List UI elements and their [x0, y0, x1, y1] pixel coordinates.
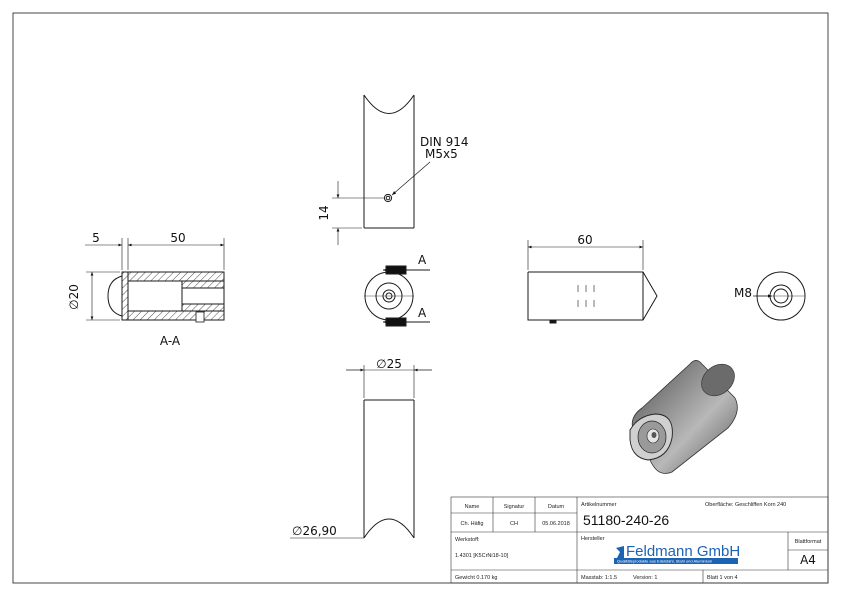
- din-label: DIN 914: [420, 135, 468, 149]
- section-arrow-a-bottom: A: [418, 306, 427, 320]
- tb-header-signature: Signatur: [504, 504, 525, 510]
- title-block: [450, 496, 829, 584]
- logo-mark-icon: [616, 546, 624, 560]
- end-view-right: [753, 271, 806, 321]
- tb-blattformat: A4: [800, 553, 816, 567]
- tb-hersteller: Hersteller: [581, 536, 605, 542]
- tb-blatt: Blatt 1 von 4: [707, 575, 738, 581]
- dim-60: 60: [577, 233, 592, 247]
- tb-werkstoff-label: Werkstoff:: [455, 537, 480, 543]
- side-view: [527, 240, 658, 324]
- tb-version: Version: 1: [633, 575, 657, 581]
- bottom-view: [290, 365, 432, 539]
- tb-artikel: 51180-240-26: [583, 512, 669, 528]
- dim-20: ∅20: [67, 284, 81, 310]
- tb-signature: CH: [510, 521, 518, 527]
- end-view: [364, 265, 430, 327]
- tb-blattformat-label: Blattformat: [795, 539, 822, 545]
- top-view: [332, 94, 431, 245]
- section-a-a: [85, 238, 225, 323]
- tb-header-name: Name: [465, 504, 480, 510]
- tb-massstab: Masstab: 1:1.5: [581, 575, 617, 581]
- logo-text: Feldmann GmbH: [626, 543, 740, 560]
- dim-5: 5: [92, 231, 100, 245]
- set-screw-hole: [383, 193, 393, 203]
- thread-label: M5x5: [425, 147, 458, 161]
- dim-14: 14: [317, 205, 331, 220]
- feldmann-logo: Feldmann GmbH Qualitätsprodukte aus Edel…: [614, 543, 740, 564]
- tb-gewicht: Gewicht 0.170 kg: [455, 575, 498, 581]
- logo-tagline: Qualitätsprodukte aus Edelstahl, Stahl u…: [617, 559, 713, 564]
- section-label: A-A: [160, 334, 181, 348]
- tb-header-date: Datum: [548, 504, 565, 510]
- dim-26-90: ∅26,90: [292, 524, 337, 538]
- dim-m8: M8: [734, 286, 752, 300]
- sheet-border: [12, 12, 829, 584]
- tb-werkstoff: 1.4301 [K5CrNi18-10]: [455, 553, 509, 559]
- tb-date: 05.06.2018: [542, 521, 570, 527]
- iso-view: [629, 360, 738, 474]
- tb-artikel-label: Artikelnummer: [581, 502, 617, 508]
- tb-oberflaeche: Oberfläche: Geschliffen Korn 240: [705, 502, 786, 508]
- dim-25: ∅25: [376, 357, 402, 371]
- tb-name: Ch. Häfig: [461, 521, 484, 527]
- section-arrow-a-top: A: [418, 253, 427, 267]
- dim-50: 50: [170, 231, 185, 245]
